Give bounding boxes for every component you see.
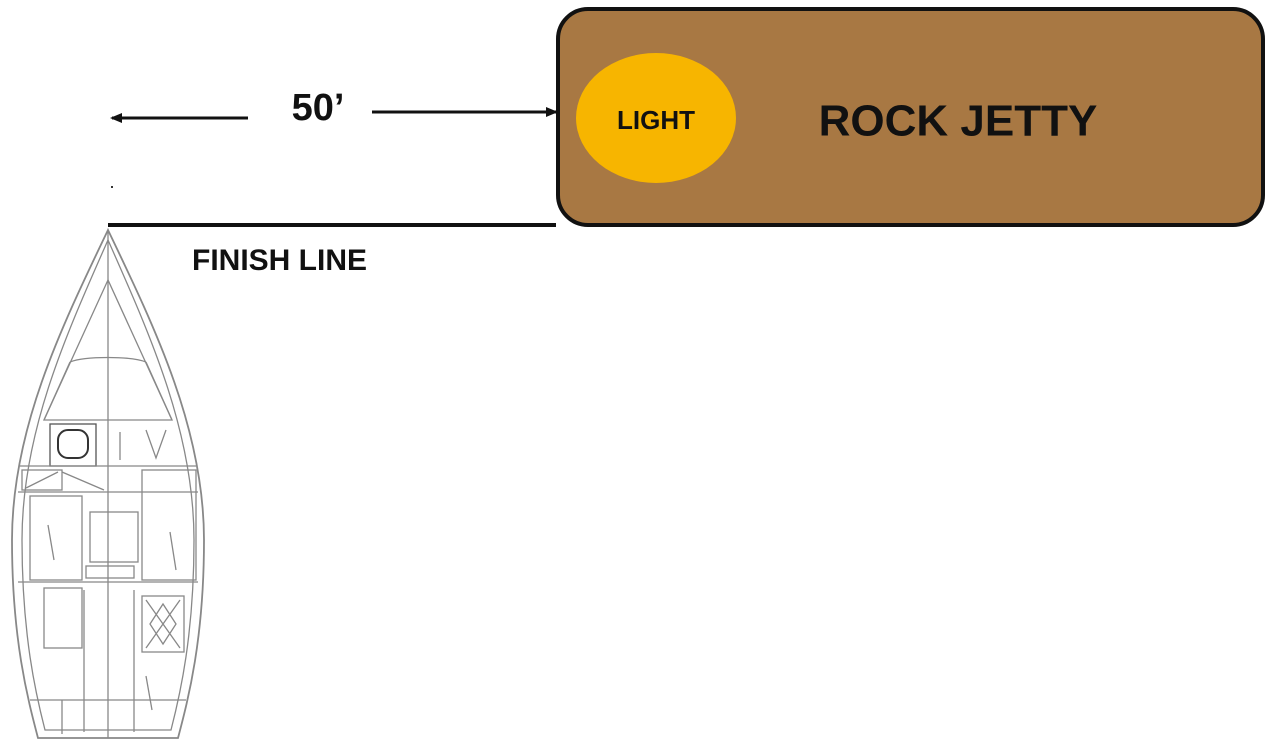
light-label: LIGHT [617,105,695,135]
jetty-label: ROCK JETTY [819,97,1098,146]
finish-line-label: FINISH LINE [192,244,367,277]
reference-dot [111,186,113,188]
distance-label: 50’ [292,87,345,129]
rock-jetty-shape [556,7,1265,227]
light-marker [576,53,736,183]
sailboat-icon [11,227,205,739]
